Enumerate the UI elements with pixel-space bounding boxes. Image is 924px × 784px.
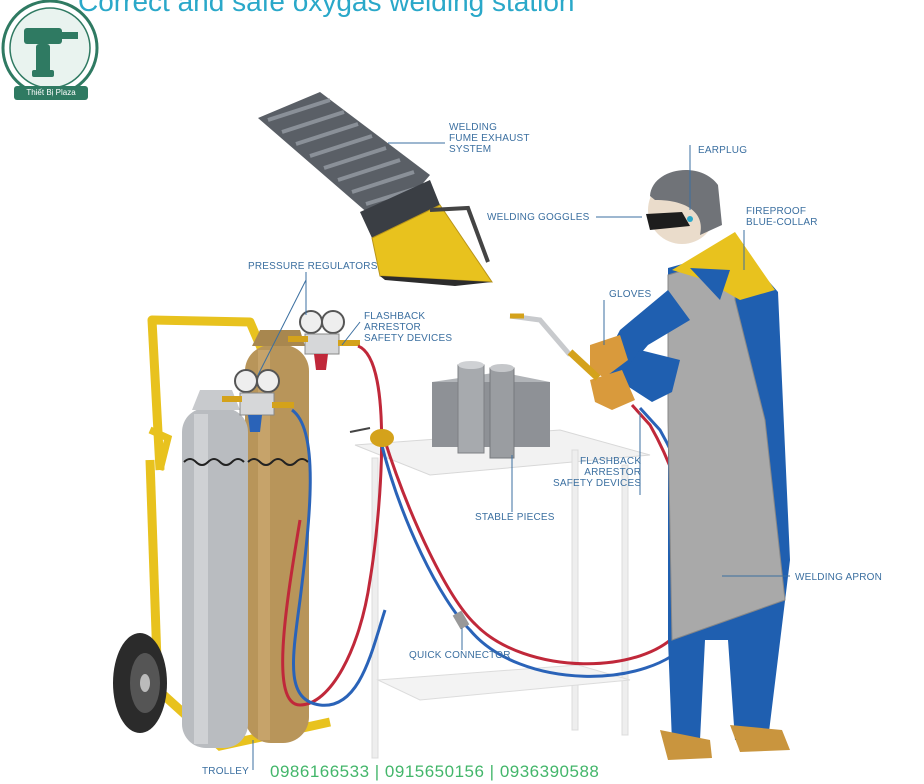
label-stable-pieces: STABLE PIECES: [475, 512, 555, 523]
fume-exhaust: [258, 92, 493, 286]
leader-lines: [252, 142, 790, 770]
label-gloves: GLOVES: [609, 289, 652, 300]
welder: [509, 169, 790, 760]
pressure-regulators: [222, 310, 360, 432]
label-welding-goggles: WELDING GOGGLES: [487, 212, 590, 223]
label-trolley: TROLLEY: [202, 766, 249, 777]
logo-badge: [1, 0, 99, 97]
work-table: [354, 361, 651, 759]
drill-icon: [24, 28, 78, 77]
phone-numbers: 0986166533 | 0915650156 | 0936390588: [270, 762, 600, 781]
label-quick-connector: QUICK CONNECTOR: [409, 650, 511, 661]
label-welding-apron: WELDING APRON: [795, 572, 883, 583]
diagram-title: Correct and safe oxygas welding station: [78, 0, 575, 17]
trolley: [113, 315, 331, 751]
label-earplug: EARPLUG: [698, 145, 748, 156]
logo-text: Thiết Bị Plaza: [14, 86, 88, 100]
gas-cylinders: [182, 330, 309, 748]
manifold: [349, 427, 470, 630]
label-pressure-regulators: PRESSURE REGULATORS: [248, 261, 378, 272]
